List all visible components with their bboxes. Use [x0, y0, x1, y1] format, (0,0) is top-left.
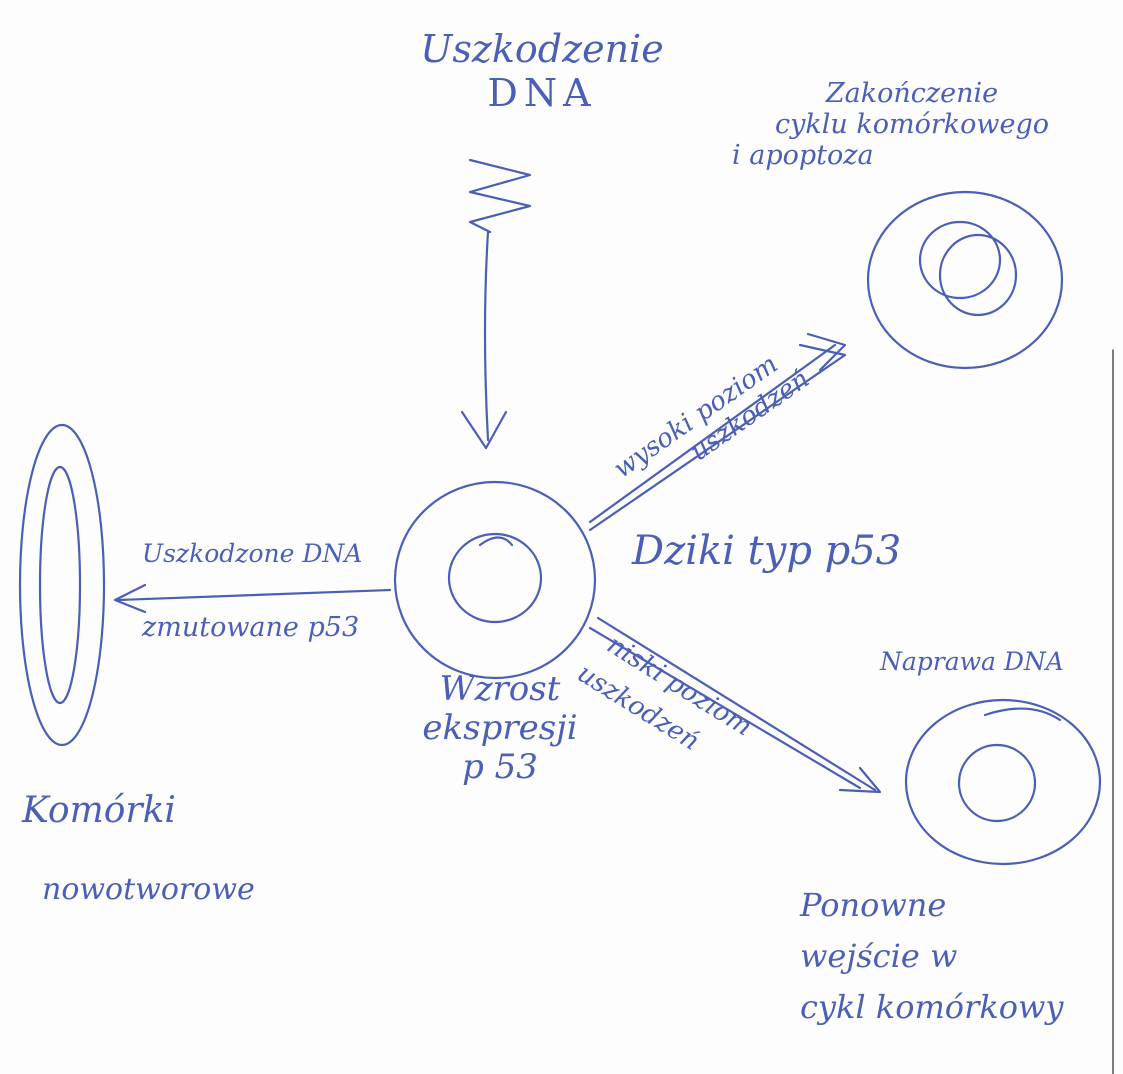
label-cell-cycle-reentry-line2: wejście w [800, 937, 958, 976]
label-apoptosis-line1: Zakończenie [825, 78, 999, 109]
label-cancer-cells: Komórki nowotworowe [22, 790, 255, 908]
label-p53-expression-line2: ekspresji [422, 708, 578, 749]
label-apoptosis-line2: cyklu komórkowego [775, 109, 1049, 141]
cancer-cell [18, 423, 106, 747]
label-cell-cycle-reentry-line1: Ponowne [800, 886, 947, 924]
arrow-to-repair [596, 616, 877, 792]
label-p53-expression: Wzrost ekspresji p 53 [400, 669, 600, 788]
dna-damage-symbol [468, 158, 532, 234]
label-damaged-dna: Uszkodzone DNA [142, 539, 363, 568]
label-mutated-p53: zmutowane p53 [142, 612, 360, 643]
arrow-to-cancer-cell [116, 588, 392, 602]
label-dna-damage: Uszkodzenie DNA [392, 27, 692, 115]
label-cancer-cells-line2: nowotworowe [42, 872, 255, 908]
central-cell [393, 480, 597, 680]
label-p53-expression-line1: Wzrost [439, 669, 561, 709]
label-cancer-cells-line1: Komórki [22, 790, 176, 831]
arrow-damage-to-cell [483, 230, 490, 442]
label-dna-repair: Naprawa DNA [880, 647, 1064, 676]
label-cell-cycle-reentry: Ponowne wejście w cykl komórkowy [800, 880, 1063, 1034]
label-cell-cycle-reentry-line3: cykl komórkowy [800, 988, 1064, 1027]
repaired-cell [904, 698, 1102, 866]
label-dna-damage-line1: Uszkodzenie [420, 27, 664, 71]
apoptotic-cell [866, 190, 1064, 370]
arrow-to-apoptosis [588, 343, 837, 524]
label-apoptosis-line3: i apoptoza [732, 140, 874, 172]
label-wild-type-p53: Dziki typ p53 [632, 528, 902, 574]
label-dna-damage-line2: DNA [487, 70, 597, 115]
label-p53-expression-line3: p 53 [462, 747, 538, 788]
label-apoptosis: Zakończenie cyklu komórkowego i apoptoza [722, 78, 1102, 171]
